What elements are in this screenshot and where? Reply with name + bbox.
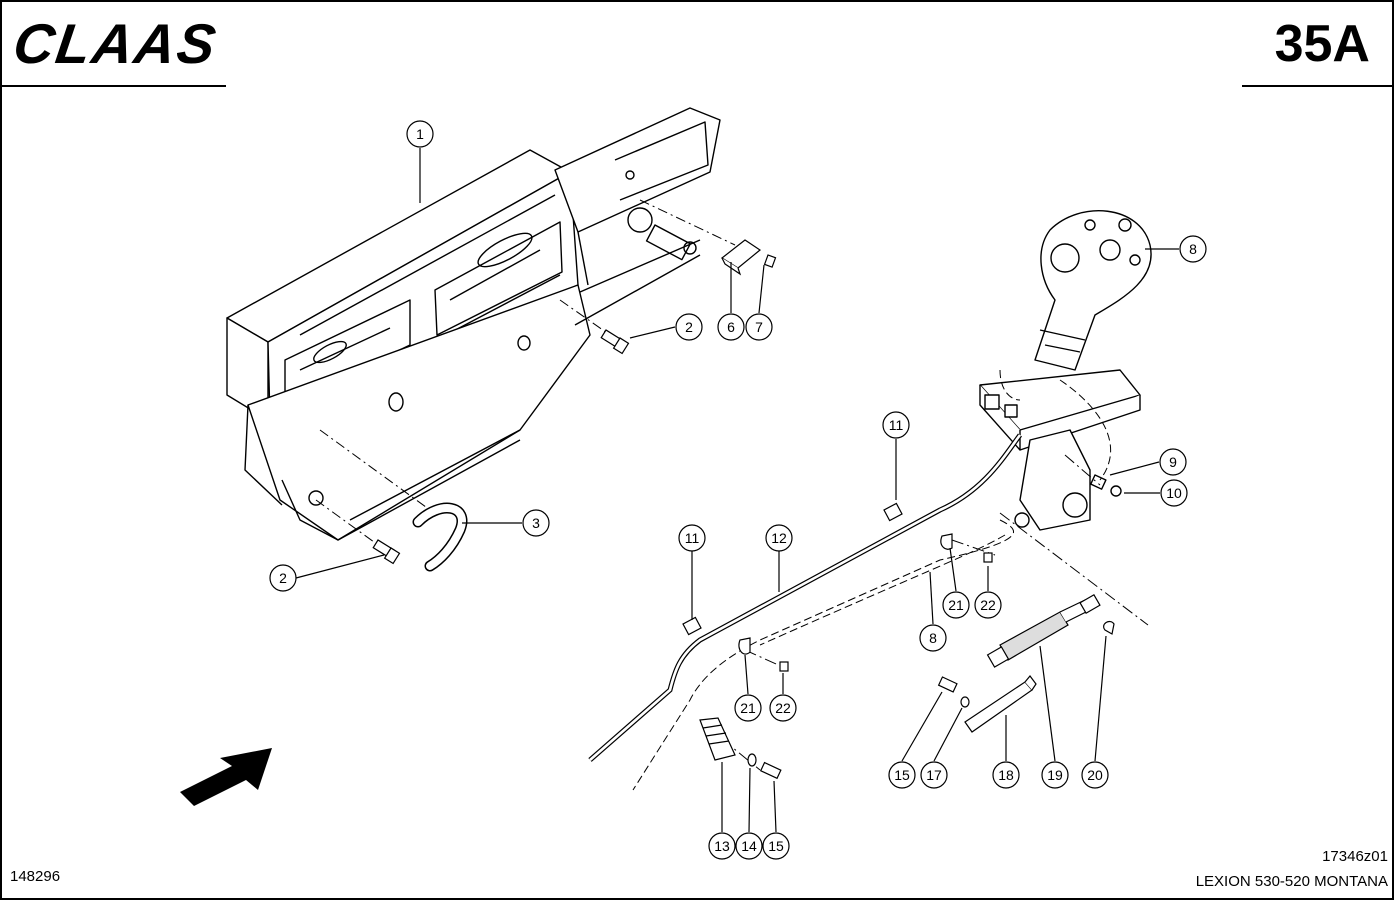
gas-strut-part-19 — [986, 593, 1101, 668]
callout-2-upper: 2 — [675, 313, 703, 341]
leader-lines — [295, 148, 1179, 833]
washer-part-14 — [747, 753, 757, 767]
callout-22-lower: 22 — [769, 694, 797, 722]
callout-label: 1 — [416, 126, 424, 142]
callout-10: 10 — [1160, 479, 1188, 507]
assembly-lines-joystick — [632, 369, 1112, 791]
callout-label: 14 — [741, 838, 757, 854]
joystick-assembly — [979, 210, 1152, 531]
callout-22-upper: 22 — [974, 591, 1002, 619]
callout-label: 3 — [532, 515, 540, 531]
callout-15-upper: 15 — [888, 761, 916, 789]
callout-label: 22 — [980, 597, 996, 613]
screw-part-7 — [763, 254, 777, 268]
callout-15-lower: 15 — [762, 832, 790, 860]
callout-label: 11 — [889, 417, 904, 433]
drawing-code: 17346z01 — [1322, 848, 1388, 865]
clamp-part-21-lower — [738, 637, 751, 655]
clip-part-6 — [720, 239, 762, 276]
clip-part-20 — [1103, 620, 1115, 635]
callout-21-lower: 21 — [734, 694, 762, 722]
callout-11-upper: 11 — [882, 411, 910, 439]
callout-17: 17 — [920, 761, 948, 789]
callout-8-cable: 8 — [919, 624, 947, 652]
callout-label: 7 — [755, 319, 763, 335]
bolt-part-2-upper — [600, 329, 630, 355]
page-code: 35A — [1274, 15, 1370, 73]
screw-part-22-lower — [779, 661, 789, 672]
cable-clip-part-11-lower — [682, 616, 702, 636]
callout-20: 20 — [1081, 761, 1109, 789]
callout-label: 15 — [768, 838, 784, 854]
callout-label: 9 — [1169, 454, 1177, 470]
bolt-part-2-lower — [372, 539, 401, 565]
callout-label: 2 — [685, 319, 693, 335]
callout-label: 19 — [1047, 767, 1063, 783]
callouts: 1 2 2 3 6 7 8 8 9 10 11 11 12 13 14 15 1… — [269, 120, 1207, 860]
callout-12: 12 — [765, 524, 793, 552]
screw-part-15-lower — [759, 761, 782, 780]
callout-label: 13 — [714, 838, 730, 854]
assembly-lines-housing — [315, 199, 736, 551]
callout-3: 3 — [522, 509, 550, 537]
callout-1: 1 — [406, 120, 434, 148]
callout-label: 11 — [685, 530, 700, 546]
callout-13: 13 — [708, 832, 736, 860]
callout-label: 8 — [1189, 241, 1197, 257]
callout-label: 8 — [929, 630, 937, 646]
cable-clip-part-11-upper — [883, 502, 903, 522]
callout-7: 7 — [745, 313, 773, 341]
clamp-part-21-upper — [940, 533, 953, 550]
callout-14: 14 — [735, 832, 763, 860]
model-name: LEXION 530-520 MONTANA — [1195, 873, 1388, 890]
callout-label: 15 — [894, 767, 910, 783]
screw-part-15-upper — [937, 676, 958, 693]
brand-logo: CLAAS — [9, 12, 222, 75]
direction-arrow-icon — [180, 748, 272, 806]
callout-9: 9 — [1159, 448, 1187, 476]
callout-8-joystick: 8 — [1179, 235, 1207, 263]
callout-label: 21 — [948, 597, 964, 613]
callout-label: 6 — [727, 319, 735, 335]
callout-6: 6 — [717, 313, 745, 341]
callout-19: 19 — [1041, 761, 1069, 789]
footer-reference-code: 148296 — [10, 868, 61, 885]
callout-label: 22 — [775, 700, 791, 716]
console-housing — [226, 107, 721, 541]
callout-label: 20 — [1087, 767, 1103, 783]
washer-part-17 — [960, 696, 970, 708]
callout-label: 17 — [926, 767, 942, 783]
callout-label: 18 — [998, 767, 1014, 783]
callout-21-upper: 21 — [942, 591, 970, 619]
callout-label: 10 — [1166, 485, 1182, 501]
sleeve-part-13 — [699, 717, 736, 761]
callout-label: 21 — [740, 700, 756, 716]
callout-label: 2 — [279, 570, 287, 586]
screw-part-22-upper — [983, 552, 993, 563]
callout-11-lower: 11 — [678, 524, 706, 552]
callout-2-lower: 2 — [269, 564, 297, 592]
bracket-part-18 — [964, 675, 1037, 733]
callout-18: 18 — [992, 761, 1020, 789]
callout-label: 12 — [771, 530, 787, 546]
